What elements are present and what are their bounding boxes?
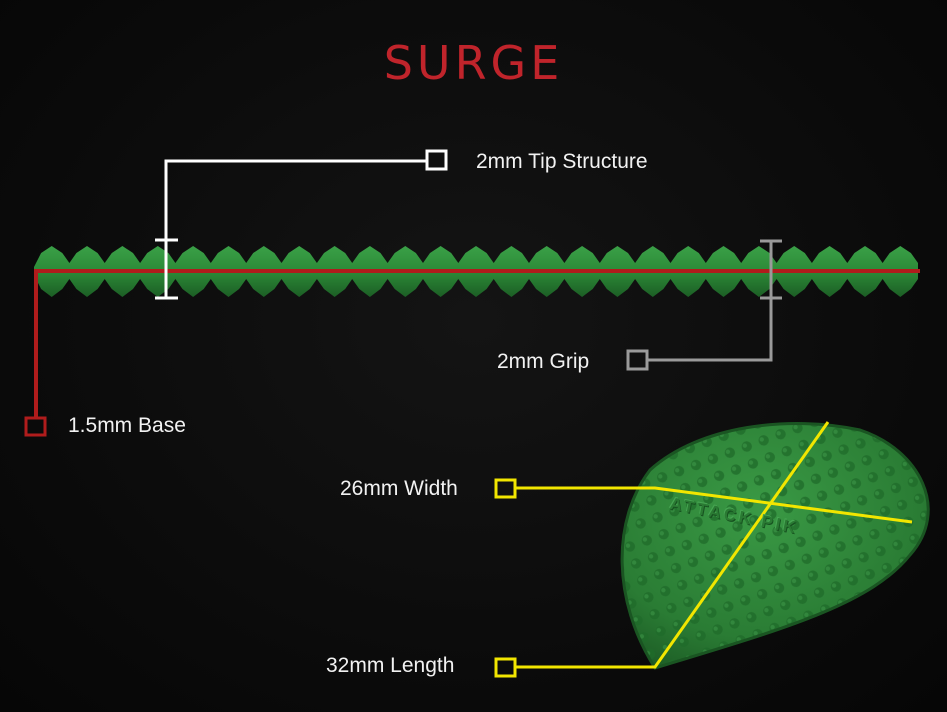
length-callout-line [494, 421, 830, 678]
base-callout-marker [24, 416, 47, 437]
base-callout-line [24, 269, 920, 437]
length-label: 32mm Length [326, 654, 455, 677]
tip-callout-line [155, 149, 448, 300]
tip-callout-marker [425, 149, 448, 171]
length-callout-marker [494, 657, 517, 678]
pick-face [620, 422, 930, 670]
grip-label: 2mm Grip [497, 350, 590, 373]
width-callout-line [494, 478, 913, 524]
grip-callout-line [626, 239, 782, 371]
grip-callout-marker [626, 349, 649, 371]
width-label: 26mm Width [340, 477, 458, 500]
base-label: 1.5mm Base [68, 414, 186, 437]
page-title: SURGE [383, 36, 564, 90]
tip-structure-label: 2mm Tip Structure [476, 150, 648, 173]
width-callout-marker [494, 478, 517, 499]
